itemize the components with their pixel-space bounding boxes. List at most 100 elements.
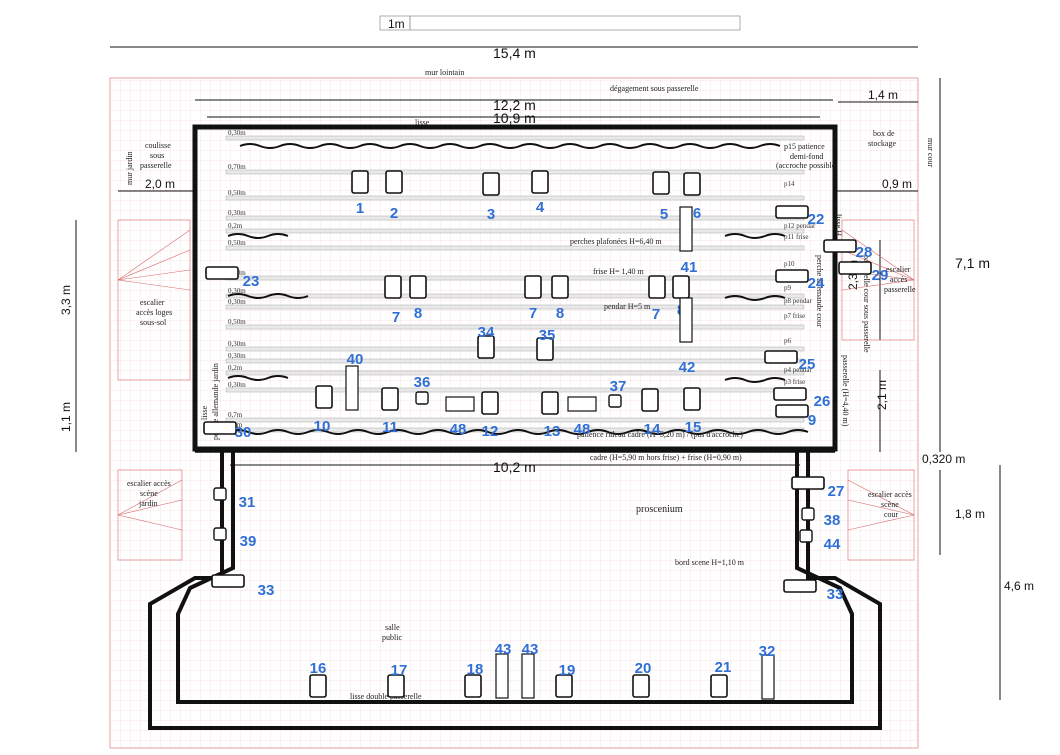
label-escalier-cour-3: cour [884,510,899,519]
fixture-number: 29 [872,267,889,284]
fixture-number: 2 [390,205,398,222]
scale-bar: 1m [379,15,741,31]
label-escalier-loges-3: sous-sol [140,318,167,327]
pipe-label: p10 [784,260,795,268]
pipe-bar: 0,50m [225,189,805,201]
fixture-27: 27 [791,476,844,500]
label-perche-cour: perche allemande cour [815,255,824,328]
label-escalier-jardin-3: jardin [138,499,158,508]
label-lisse-double: lisse double passerelle [350,692,422,701]
curtains [227,143,809,435]
label-perches-plafonees: perches plafonées H=6,40 m [570,237,662,246]
fixture-number: 26 [814,393,831,410]
label-coulisse-1: coulisse [145,141,171,150]
label-mur-lointain: mur lointain [425,68,464,77]
fixture-number: 33 [258,582,275,599]
fixture-number: 44 [824,536,841,553]
fixture-body [445,396,475,412]
dim-stair-left: 3,3 m [59,285,73,315]
fixture-33: 33 [211,574,275,599]
fixture-body [205,266,239,280]
pipe-bar-label: 0,50m [228,189,246,197]
fixture-32: 32 [759,643,775,700]
fixture-24: 24 [775,269,825,292]
fixture-body [541,391,559,415]
fixture-number: 17 [391,662,408,679]
fixture-number: 4 [536,199,545,216]
pipe-label: p7 frise [784,312,805,320]
label-frise: frise H= 1,40 m [593,267,645,276]
fixture-18: 18 [464,661,483,698]
fixture-body [387,674,405,698]
fixture-body [764,350,798,364]
fixture-number: 48 [450,421,467,438]
stairs [117,219,915,561]
fixture-body [791,476,825,490]
pipe-bar-label: 0,30m [228,129,246,137]
dim-coulisse-jardin: 2,0 m [145,177,175,191]
pipe-bar-label: 0,50m [228,318,246,326]
dim-cadre-depth: 0,320 m [922,452,965,466]
fixture-body [464,674,482,698]
fixture-body [710,674,728,698]
label-box-2: stockage [868,139,896,148]
fixture-number: 12 [482,423,499,440]
fixture-body [799,529,813,543]
label-escalier-loges-2: accès loges [136,308,172,317]
fixture-36: 36 [414,374,431,405]
fixture-body [683,172,701,196]
fixture-21: 21 [710,659,731,698]
label-lisse-right: lisse H [834,214,843,236]
fixture-23: 23 [205,266,259,290]
fixture-number: 42 [679,359,696,376]
fixture-body [775,205,809,219]
fixture-37: 37 [608,378,626,408]
pipe-label: p14 [784,180,795,188]
fixture-body [555,674,573,698]
fixture-number: 38 [824,512,841,529]
fixture-10: 10 [314,385,333,435]
fixture-number: 10 [314,418,331,435]
fixture-body [536,337,554,361]
fixture-body [211,574,245,588]
fixture-body [531,170,549,194]
fixture-15: 15 [683,387,702,436]
label-mur-jardin: mur jardin [125,151,134,185]
fixture-number: 14 [644,421,661,438]
label-public: public [382,633,402,642]
fixture-12: 12 [481,391,499,440]
fixture-8: 8 [551,275,569,322]
label-passerelle-cour: passerelle cour sous passerelle [862,255,871,353]
fixture-number: 15 [685,419,702,436]
fixture-body [213,527,227,541]
label-escalier-passerelle-3: passerelle [884,285,916,294]
fixture-14: 14 [641,388,661,438]
fixture-body [481,391,499,415]
dim-total-width: 15,4 m [493,45,536,61]
fixture-7: 7 [524,275,542,322]
fixture-8: 8 [409,275,427,322]
fixture-body [775,269,809,283]
fixture-body [482,172,500,196]
fixture-3: 3 [482,172,500,223]
dim-right-low: 2,1 m [875,380,889,410]
label-proscenium: proscenium [636,504,683,515]
pipe-label: p8 pendar [784,297,812,305]
fixture-33: 33 [783,579,844,603]
fixture-number: 9 [808,412,816,429]
fixture-body [495,653,509,699]
label-escalier-cour-2: scène [881,500,899,509]
fixture-number: 20 [635,660,652,677]
fixture-34: 34 [477,324,495,359]
fixture-28: 28 [823,239,872,261]
label-escalier-cour-1: escalier accès [868,490,912,499]
dimension-lines [75,46,1001,700]
fixture-number: 36 [414,374,431,391]
pipe-bar: 0,30m [225,129,805,141]
fixture-body [783,579,817,593]
label-patience-fond-3: (accroche possible) [776,161,838,170]
fixture-number: 33 [827,586,844,603]
fixture-43: 43 [495,641,511,699]
label-lisse: lisse [415,118,430,127]
